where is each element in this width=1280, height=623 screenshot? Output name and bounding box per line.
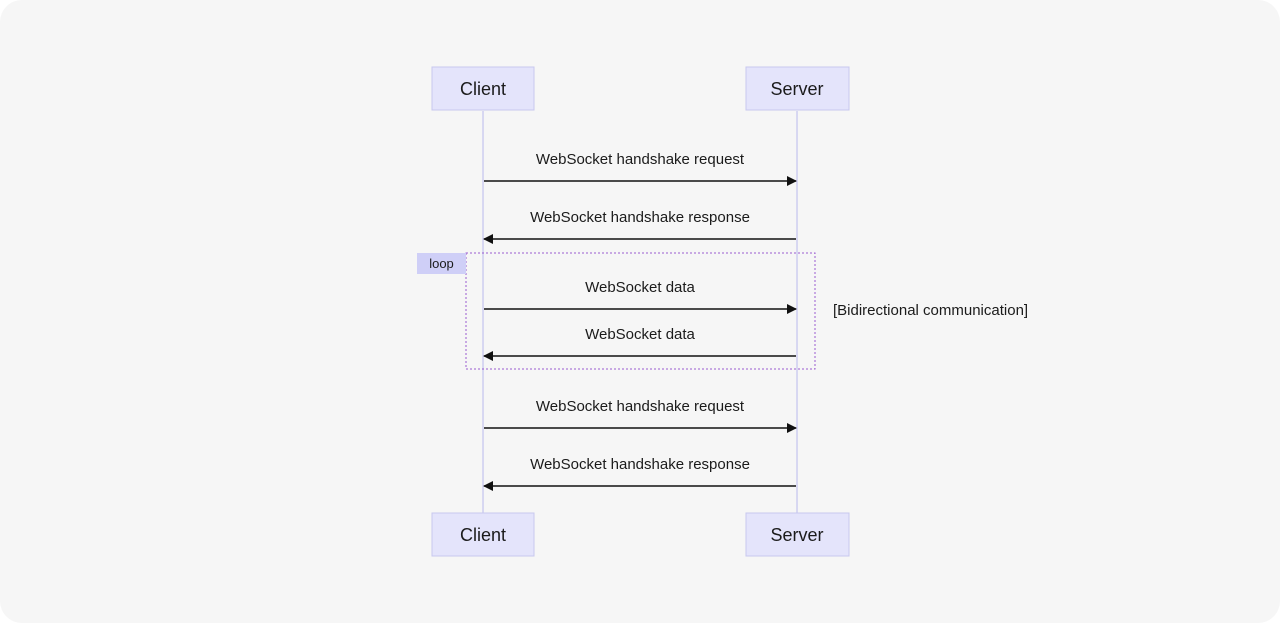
message-4: WebSocket data (483, 326, 796, 361)
participant-client-bottom: Client (431, 512, 535, 557)
loop-condition: [Bidirectional communication] (833, 302, 1028, 319)
message-3: WebSocket data (484, 279, 797, 314)
message-5-label: WebSocket handshake request (536, 398, 745, 415)
participant-server-bottom-label: Server (770, 525, 823, 545)
message-1-label: WebSocket handshake request (536, 151, 745, 168)
message-1: WebSocket handshake request (484, 151, 797, 186)
participant-server-bottom: Server (745, 512, 850, 557)
message-4-label: WebSocket data (585, 326, 695, 343)
message-3-label: WebSocket data (585, 279, 695, 296)
participant-server-top: Server (745, 66, 850, 111)
message-2: WebSocket handshake response (483, 209, 796, 244)
loop-frame (465, 252, 816, 370)
loop-frame-group: loop [Bidirectional communication] (417, 252, 1028, 370)
participant-server-top-label: Server (770, 79, 823, 99)
participant-client-bottom-label: Client (460, 525, 506, 545)
message-5: WebSocket handshake request (484, 398, 797, 433)
message-6: WebSocket handshake response (483, 456, 796, 491)
message-2-label: WebSocket handshake response (530, 209, 750, 226)
participant-client-top-label: Client (460, 79, 506, 99)
loop-label: loop (429, 256, 454, 271)
loop-tab (417, 253, 466, 274)
participant-client-top: Client (431, 66, 535, 111)
message-6-label: WebSocket handshake response (530, 456, 750, 473)
